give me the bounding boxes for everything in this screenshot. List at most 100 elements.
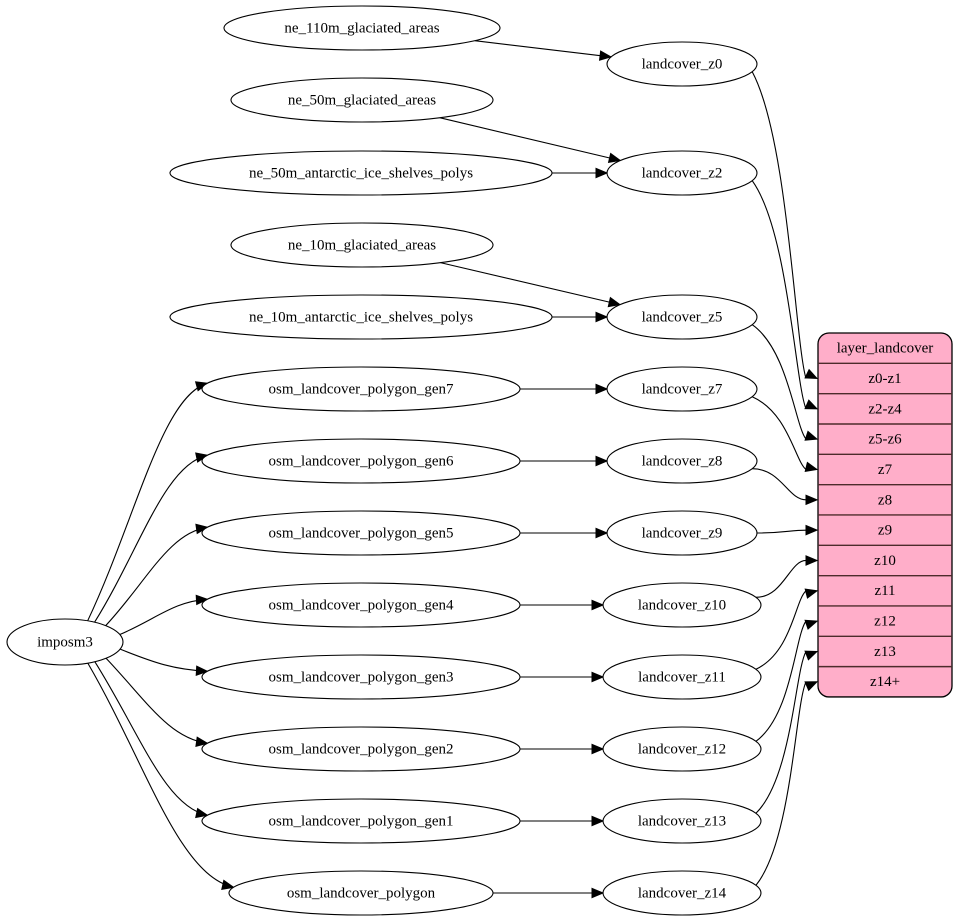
node-ellipse (6, 618, 124, 666)
edge-path (751, 180, 807, 410)
edge-arrowhead (595, 383, 609, 395)
edge-arrowhead (607, 152, 622, 164)
node-ellipse (228, 870, 494, 916)
node-landcover_z14[interactable]: landcover_z14 (602, 870, 762, 916)
node-ellipse (201, 366, 521, 412)
node-landcover_z2[interactable]: landcover_z2 (606, 150, 758, 196)
node-landcover_z7[interactable]: landcover_z7 (606, 366, 758, 412)
node-landcover_z13[interactable]: landcover_z13 (602, 798, 762, 844)
node-ne_10m_antarctic_ice_shelves_polys[interactable]: ne_10m_antarctic_ice_shelves_polys (169, 294, 553, 340)
edge-arrowhead (804, 650, 819, 661)
edge-path (94, 661, 208, 816)
edge-arrowhead (195, 736, 209, 748)
node-landcover_z11[interactable]: landcover_z11 (602, 654, 762, 700)
node-landcover_z10[interactable]: landcover_z10 (602, 582, 762, 628)
table-row-z9[interactable]: z9 (878, 523, 892, 539)
node-label: osm_landcover_polygon (287, 885, 436, 901)
node-osm_landcover_polygon_gen4[interactable]: osm_landcover_polygon_gen4 (201, 582, 521, 628)
edge-arrowhead (591, 887, 605, 899)
node-ellipse (606, 366, 758, 412)
table-row-z12[interactable]: z12 (874, 614, 896, 630)
table-row-z0-z1[interactable]: z0-z1 (868, 371, 901, 387)
node-landcover_z8[interactable]: landcover_z8 (606, 438, 758, 484)
node-ellipse (606, 294, 758, 340)
node-ellipse (606, 438, 758, 484)
node-ellipse (602, 798, 762, 844)
edge-path (751, 324, 807, 440)
edge-arrowhead (591, 599, 605, 611)
node-ellipse (201, 726, 521, 772)
node-label: osm_landcover_polygon_gen5 (269, 525, 454, 541)
node-ne_10m_glaciated_areas[interactable]: ne_10m_glaciated_areas (230, 222, 494, 268)
node-label: landcover_z12 (638, 741, 726, 757)
node-ne_50m_antarctic_ice_shelves_polys[interactable]: ne_50m_antarctic_ice_shelves_polys (169, 150, 553, 196)
edge-path (752, 468, 807, 501)
table-row-z5-z6[interactable]: z5-z6 (868, 432, 902, 448)
edge-path (755, 590, 807, 670)
node-landcover_z5[interactable]: landcover_z5 (606, 294, 758, 340)
node-label: landcover_z13 (638, 813, 726, 829)
node-imposm3[interactable]: imposm3 (6, 618, 124, 666)
table-row-z11[interactable]: z11 (874, 583, 895, 599)
node-label: landcover_z11 (638, 669, 726, 685)
table-row-z2-z4[interactable]: z2-z4 (868, 401, 902, 417)
table-row-z13[interactable]: z13 (874, 644, 896, 660)
node-osm_landcover_polygon_gen3[interactable]: osm_landcover_polygon_gen3 (201, 654, 521, 700)
edge-arrowhead (804, 399, 819, 410)
table-row-z8[interactable]: z8 (878, 492, 892, 508)
edge-arrowhead (591, 815, 605, 827)
node-osm_landcover_polygon_gen7[interactable]: osm_landcover_polygon_gen7 (201, 366, 521, 412)
edge-arrowhead (221, 879, 235, 890)
table-row-z14+[interactable]: z14+ (870, 674, 900, 690)
edge-arrowhead (607, 296, 622, 308)
node-ellipse (230, 222, 494, 268)
node-osm_landcover_polygon_gen1[interactable]: osm_landcover_polygon_gen1 (201, 798, 521, 844)
edge-path (87, 382, 208, 622)
node-osm_landcover_polygon_gen5[interactable]: osm_landcover_polygon_gen5 (201, 510, 521, 556)
node-label: landcover_z5 (642, 309, 723, 325)
table-header-label[interactable]: layer_landcover (837, 341, 934, 357)
node-landcover_z9[interactable]: landcover_z9 (606, 510, 758, 556)
edge-path (440, 262, 621, 306)
node-label: osm_landcover_polygon_gen3 (269, 669, 454, 685)
node-label: osm_landcover_polygon_gen4 (269, 597, 454, 613)
edge-arrowhead (804, 461, 819, 473)
node-osm_landcover_polygon[interactable]: osm_landcover_polygon (228, 870, 494, 916)
edge-path (756, 529, 807, 534)
node-osm_landcover_polygon_gen6[interactable]: osm_landcover_polygon_gen6 (201, 438, 521, 484)
table-row-z7[interactable]: z7 (878, 462, 893, 478)
table-row-z10[interactable]: z10 (874, 553, 896, 569)
edge-arrowhead (805, 555, 819, 566)
edge-path (755, 620, 807, 742)
node-landcover_z0[interactable]: landcover_z0 (606, 41, 758, 87)
edge-arrowhead (804, 619, 819, 630)
node-label: osm_landcover_polygon_gen7 (269, 381, 454, 397)
edge-arrowhead (595, 455, 609, 467)
edge-path (755, 559, 807, 598)
edge-path (105, 657, 208, 744)
layer-landcover-table: layer_landcover z0-z1 z2-z4 z5-z6 z7 z8 z9 z10 z… (817, 332, 953, 698)
edge-arrowhead (804, 588, 819, 599)
node-ellipse (223, 5, 501, 51)
edge-arrowhead (195, 594, 209, 606)
edge-arrowhead (804, 681, 819, 692)
node-ellipse (602, 582, 762, 628)
edge-path (94, 454, 208, 623)
node-label: landcover_z0 (642, 56, 723, 72)
edge-arrowhead (804, 430, 819, 441)
node-ne_50m_glaciated_areas[interactable]: ne_50m_glaciated_areas (230, 77, 494, 123)
node-landcover_z12[interactable]: landcover_z12 (602, 726, 762, 772)
node-label: ne_50m_antarctic_ice_shelves_polys (249, 165, 473, 181)
edge-arrowhead (591, 671, 605, 683)
node-osm_landcover_polygon_gen2[interactable]: osm_landcover_polygon_gen2 (201, 726, 521, 772)
edge-arrowhead (595, 167, 609, 179)
node-ellipse (201, 654, 521, 700)
edge-arrowhead (595, 527, 609, 539)
node-label: landcover_z10 (638, 597, 726, 613)
node-label: imposm3 (37, 634, 93, 650)
node-ne_110m_glaciated_areas[interactable]: ne_110m_glaciated_areas (223, 5, 501, 51)
nodes-layer: ne_110m_glaciated_areas ne_50m_glaciated_… (6, 5, 762, 916)
node-label: osm_landcover_polygon_gen6 (269, 453, 454, 469)
edge-path (119, 598, 208, 636)
